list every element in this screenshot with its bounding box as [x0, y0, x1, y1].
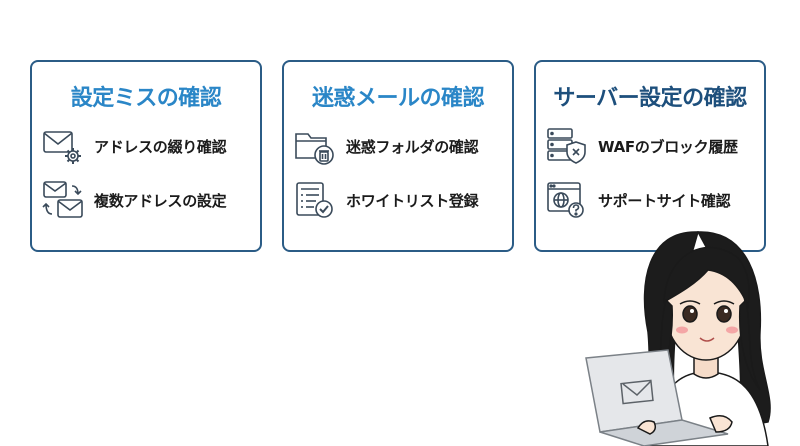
browser-globe-help-icon — [546, 180, 588, 220]
item-label: ホワイトリスト登録 — [346, 191, 479, 210]
item-label: 複数アドレスの設定 — [94, 191, 227, 210]
card-title: 設定ミスの確認 — [70, 86, 222, 111]
card-title: サーバー設定の確認 — [553, 86, 747, 111]
woman-with-laptop-illustration — [578, 222, 800, 446]
list-item: WAFのブロック履歴 — [546, 126, 758, 166]
card-config-mistakes: 設定ミスの確認 アドレスの綴り確認 — [30, 60, 262, 252]
item-label: アドレスの綴り確認 — [94, 137, 227, 156]
list-item: 迷惑フォルダの確認 — [294, 126, 506, 166]
list-item: 複数アドレスの設定 — [42, 180, 254, 220]
folder-trash-icon — [294, 126, 336, 166]
list-item: サポートサイト確認 — [546, 180, 758, 220]
item-label: サポートサイト確認 — [598, 191, 731, 210]
card-spam-check: 迷惑メールの確認 迷惑フォルダの確認 — [282, 60, 514, 252]
card-title: 迷惑メールの確認 — [311, 86, 485, 111]
envelope-icon — [620, 379, 654, 405]
item-label: WAFのブロック履歴 — [598, 137, 738, 156]
whitelist-check-icon — [294, 180, 336, 220]
envelope-gear-icon — [42, 126, 84, 166]
item-label: 迷惑フォルダの確認 — [346, 137, 479, 156]
list-item: アドレスの綴り確認 — [42, 126, 254, 166]
card-server-settings: サーバー設定の確認 WAFのブロック履歴 — [534, 60, 766, 252]
envelopes-exchange-icon — [42, 180, 84, 220]
list-item: ホワイトリスト登録 — [294, 180, 506, 220]
server-shield-icon — [546, 126, 588, 166]
